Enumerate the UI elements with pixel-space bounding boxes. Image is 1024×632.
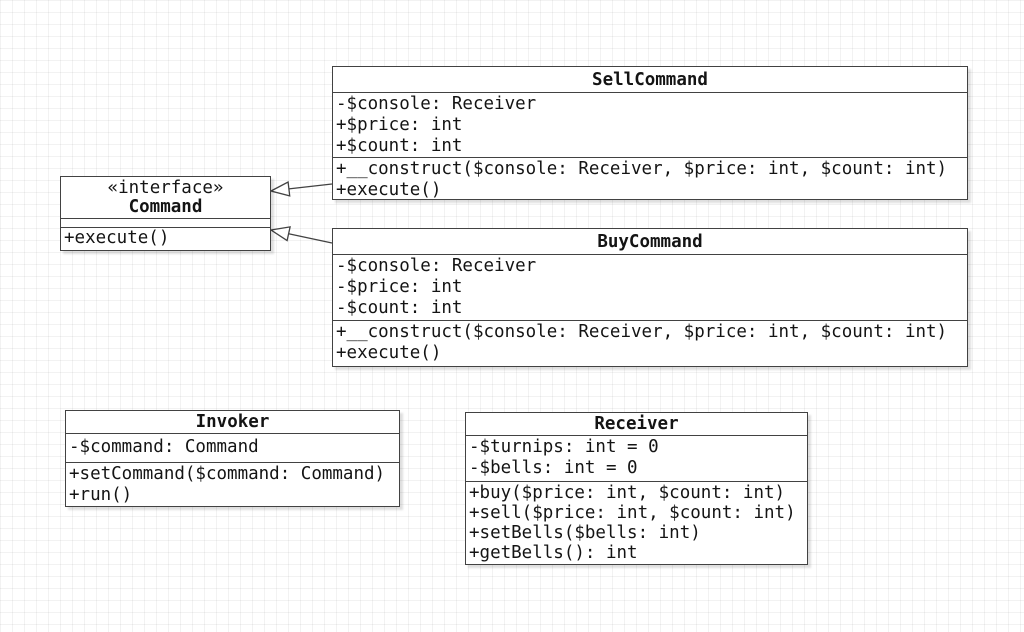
class-box-command-interface[interactable]: «interface» Command +execute() xyxy=(60,176,271,251)
attributes-section: -$console: Receiver+$price: int+$count: … xyxy=(333,93,967,158)
attributes-section: -$command: Command xyxy=(66,434,399,463)
member-line: +run() xyxy=(69,485,133,505)
attributes-section: -$turnips: int = 0-$bells: int = 0 xyxy=(466,436,807,482)
class-title: BuyCommand xyxy=(333,229,967,255)
member-line: +$count: int xyxy=(336,136,463,156)
methods-section: +__construct($console: Receiver, $price:… xyxy=(333,158,967,199)
class-title: Receiver xyxy=(466,413,807,436)
member-line: +sell($price: int, $count: int) xyxy=(469,503,796,523)
methods-section: +buy($price: int, $count: int)+sell($pri… xyxy=(466,482,807,564)
member-line: -$bells: int = 0 xyxy=(469,458,638,478)
member-line: -$console: Receiver xyxy=(336,94,537,114)
class-title: SellCommand xyxy=(333,67,967,93)
member-line: +execute() xyxy=(64,228,170,248)
member-line: +setBells($bells: int) xyxy=(469,523,701,543)
member-line: +execute() xyxy=(336,180,442,199)
methods-section: +execute() xyxy=(61,228,270,250)
member-line: +__construct($console: Receiver, $price:… xyxy=(336,159,948,179)
realization-arrow-buycommand-command[interactable] xyxy=(269,226,333,244)
class-title: «interface» Command xyxy=(61,177,270,219)
attributes-section: -$console: Receiver-$price: int-$count: … xyxy=(333,255,967,321)
member-line: -$turnips: int = 0 xyxy=(469,437,659,457)
member-line: -$command: Command xyxy=(69,437,259,457)
class-title: Invoker xyxy=(66,411,399,434)
class-box-sellcommand[interactable]: SellCommand -$console: Receiver+$price: … xyxy=(332,66,968,200)
methods-section: +__construct($console: Receiver, $price:… xyxy=(333,321,967,366)
stereotype-label: «interface» xyxy=(107,177,224,198)
member-line: -$console: Receiver xyxy=(336,256,537,276)
member-line: +getBells(): int xyxy=(469,543,638,563)
methods-section: +setCommand($command: Command)+run() xyxy=(66,463,399,506)
member-line: +setCommand($command: Command) xyxy=(69,464,386,484)
member-line: +execute() xyxy=(336,343,442,363)
attributes-section xyxy=(61,219,270,228)
member-line: +buy($price: int, $count: int) xyxy=(469,483,786,503)
member-line: -$count: int xyxy=(336,298,463,318)
class-box-invoker[interactable]: Invoker -$command: Command +setCommand($… xyxy=(65,410,400,507)
class-box-buycommand[interactable]: BuyCommand -$console: Receiver-$price: i… xyxy=(332,228,968,367)
class-box-receiver[interactable]: Receiver -$turnips: int = 0-$bells: int … xyxy=(465,412,808,565)
member-line: -$price: int xyxy=(336,277,463,297)
realization-arrow-sellcommand-command[interactable] xyxy=(269,180,333,197)
member-line: +$price: int xyxy=(336,115,463,135)
member-line: +__construct($console: Receiver, $price:… xyxy=(336,322,948,342)
interface-name: Command xyxy=(128,196,203,217)
